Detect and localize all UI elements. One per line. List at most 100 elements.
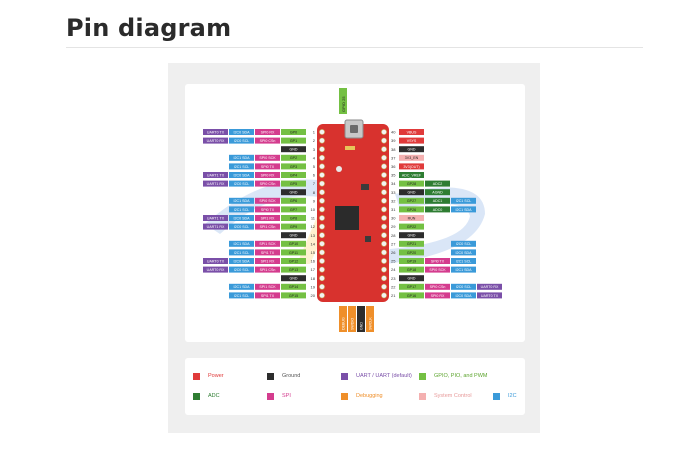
pin-hole: [319, 129, 325, 135]
pin-tag-label: GP12: [289, 259, 298, 263]
pin-number: 34: [391, 181, 396, 186]
pin-tag-label: GP1: [290, 139, 297, 143]
pin-tag-label: SPI0 RX: [261, 173, 275, 177]
pin-tag-label: ADC2: [433, 182, 443, 186]
legend-label: Power: [208, 373, 224, 379]
pin-tag: [281, 292, 306, 299]
pin-tag: [203, 180, 228, 187]
pin-tag: [451, 258, 476, 264]
svg-text:GPIO 25: GPIO 25: [341, 96, 346, 112]
pin-hole: [381, 258, 387, 264]
pin-hole: [319, 283, 325, 290]
pin-tag: [399, 275, 424, 282]
legend-label: GPIO, PIO, and PWM: [434, 373, 488, 379]
component: [361, 184, 369, 190]
svg-text:DEBUG: DEBUG: [342, 317, 346, 330]
pin-number: 25: [391, 259, 396, 264]
pin-tag: [399, 137, 424, 144]
pin-tag: [229, 223, 254, 230]
pin-tag: [399, 266, 424, 273]
pin-tag-label: I2C0 SDA: [234, 130, 251, 134]
pin-tag-label: GP19: [407, 259, 416, 263]
pin-hole: [319, 197, 325, 204]
pin-tag-label: I2C1 SDA: [456, 268, 473, 272]
pin-tag-label: I2C0 SCL: [456, 242, 472, 246]
pin-tag: [399, 180, 424, 187]
pin-number: 35: [391, 173, 396, 178]
pin-number: 15: [311, 250, 316, 255]
pin-tag-label: GP8: [290, 216, 297, 220]
pin-tag-label: GP0: [290, 130, 297, 134]
pin-tag: [255, 215, 280, 221]
pin-tag-label: I2C1 SCL: [456, 259, 472, 263]
pin-hole: [381, 275, 387, 282]
pin-tag-label: SPI1 SCK: [259, 285, 276, 289]
usb-port: [350, 125, 358, 133]
pin-tag: [399, 154, 424, 161]
pin-number: 32: [391, 198, 396, 203]
pin-number: 28: [391, 233, 396, 238]
pin-hole: [319, 292, 325, 299]
pin-tag-label: GP11: [289, 251, 298, 255]
pin-tag: [399, 223, 424, 230]
pin-hole: [381, 180, 387, 187]
pin-tag: [425, 206, 450, 213]
pin-tag-label: GND: [408, 234, 416, 238]
pin-tag-label: I2C1 SDA: [234, 156, 251, 160]
pin-hole: [381, 232, 387, 239]
pin-tag-label: UART0 TX: [207, 130, 225, 134]
pin-tag: [255, 172, 280, 178]
pin-tag-label: UART1 TX: [207, 173, 225, 177]
pin-tag: [399, 189, 424, 196]
pin-tag: [425, 292, 450, 299]
pin-tag-label: SPI0 SCK: [259, 199, 276, 203]
pin-tag: [281, 258, 306, 264]
pin-tag: [229, 172, 254, 178]
pin-hole: [381, 249, 387, 256]
pin-hole: [381, 223, 387, 230]
pin-hole: [319, 249, 325, 256]
pin-tag-label: I2C1 SDA: [234, 199, 251, 203]
pin-tag-label: UART0 RX: [207, 268, 225, 272]
pin-tag-label: GP16: [407, 294, 416, 298]
pin-tag-label: GP17: [407, 285, 416, 289]
pin-tag: [203, 137, 228, 144]
pin-tag: [281, 232, 306, 239]
page-title: Pin diagram: [66, 14, 232, 42]
pin-tag: [229, 197, 254, 204]
pin-tag: [203, 258, 228, 264]
svg-text:SWDIO: SWDIO: [351, 318, 355, 330]
pin-tag: [255, 180, 280, 187]
pin-tag: [255, 163, 280, 170]
pin-tag: [255, 154, 280, 161]
pin-number: 10: [311, 207, 316, 212]
pin-number: 7: [313, 181, 316, 186]
pin-tag-label: SPI0 TX: [261, 208, 275, 212]
pin-hole: [319, 275, 325, 282]
pin-number: 8: [313, 190, 316, 195]
pin-tag: [451, 283, 476, 290]
svg-text:SWCLK: SWCLK: [369, 317, 373, 330]
pin-tag: [281, 137, 306, 144]
pin-tag-label: I2C1 SCL: [234, 208, 250, 212]
pin-hole: [381, 146, 387, 153]
pin-number: 36: [391, 164, 396, 169]
pin-hole: [381, 197, 387, 204]
pin-tag-label: GP6: [290, 199, 297, 203]
pin-tag-label: SPI0 RX: [431, 294, 445, 298]
